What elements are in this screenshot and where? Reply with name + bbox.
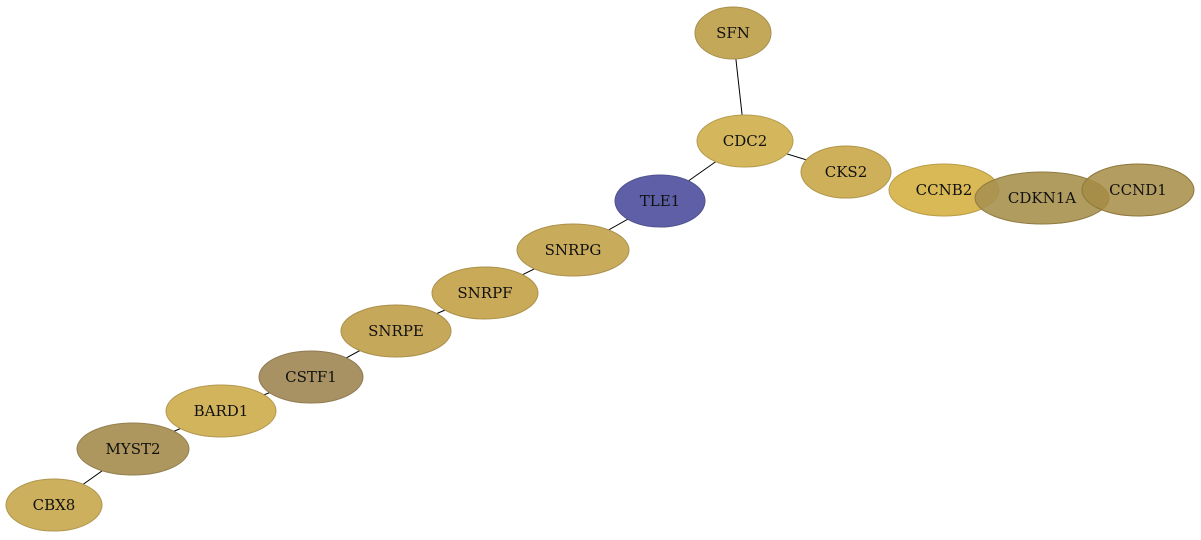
node-shape-bard1: [165, 384, 277, 438]
node-label-cbx8: CBX8: [33, 496, 76, 514]
node-shape-myst2: [76, 422, 190, 476]
node-label-bard1: BARD1: [194, 402, 249, 420]
node-shape-sfn: [694, 6, 772, 60]
node-cstf1[interactable]: CSTF1: [258, 350, 364, 404]
node-shape-tle1: [614, 174, 706, 228]
node-label-cks2: CKS2: [825, 163, 868, 181]
node-bard1[interactable]: BARD1: [165, 384, 277, 438]
node-label-cstf1: CSTF1: [285, 368, 337, 386]
node-cdkn1a[interactable]: CDKN1A: [974, 171, 1110, 225]
node-snrpf[interactable]: SNRPF: [431, 266, 539, 320]
node-cbx8[interactable]: CBX8: [5, 478, 103, 532]
node-label-ccnb2: CCNB2: [916, 181, 973, 199]
node-shape-cdc2: [696, 114, 794, 168]
node-label-snrpf: SNRPF: [457, 284, 512, 302]
node-shape-snrpe: [340, 304, 452, 358]
node-label-tle1: TLE1: [640, 192, 680, 210]
node-label-myst2: MYST2: [105, 440, 160, 458]
node-label-cdkn1a: CDKN1A: [1008, 189, 1076, 207]
node-shape-ccnd1: [1081, 163, 1195, 217]
node-cdc2[interactable]: CDC2: [696, 114, 794, 168]
node-shape-snrpg: [516, 223, 630, 277]
node-ccnb2[interactable]: CCNB2: [888, 163, 1000, 217]
node-label-snrpg: SNRPG: [545, 241, 602, 259]
node-label-sfn: SFN: [716, 24, 750, 42]
node-shape-cbx8: [5, 478, 103, 532]
node-shape-cstf1: [258, 350, 364, 404]
node-tle1[interactable]: TLE1: [614, 174, 706, 228]
node-sfn[interactable]: SFN: [694, 6, 772, 60]
node-cks2[interactable]: CKS2: [800, 145, 892, 199]
node-snrpe[interactable]: SNRPE: [340, 304, 452, 358]
node-shape-snrpf: [431, 266, 539, 320]
node-label-ccnd1: CCND1: [1109, 181, 1167, 199]
node-ccnd1[interactable]: CCND1: [1081, 163, 1195, 217]
node-label-snrpe: SNRPE: [368, 322, 424, 340]
node-label-cdc2: CDC2: [723, 132, 768, 150]
node-myst2[interactable]: MYST2: [76, 422, 190, 476]
node-shape-cks2: [800, 145, 892, 199]
node-snrpg[interactable]: SNRPG: [516, 223, 630, 277]
